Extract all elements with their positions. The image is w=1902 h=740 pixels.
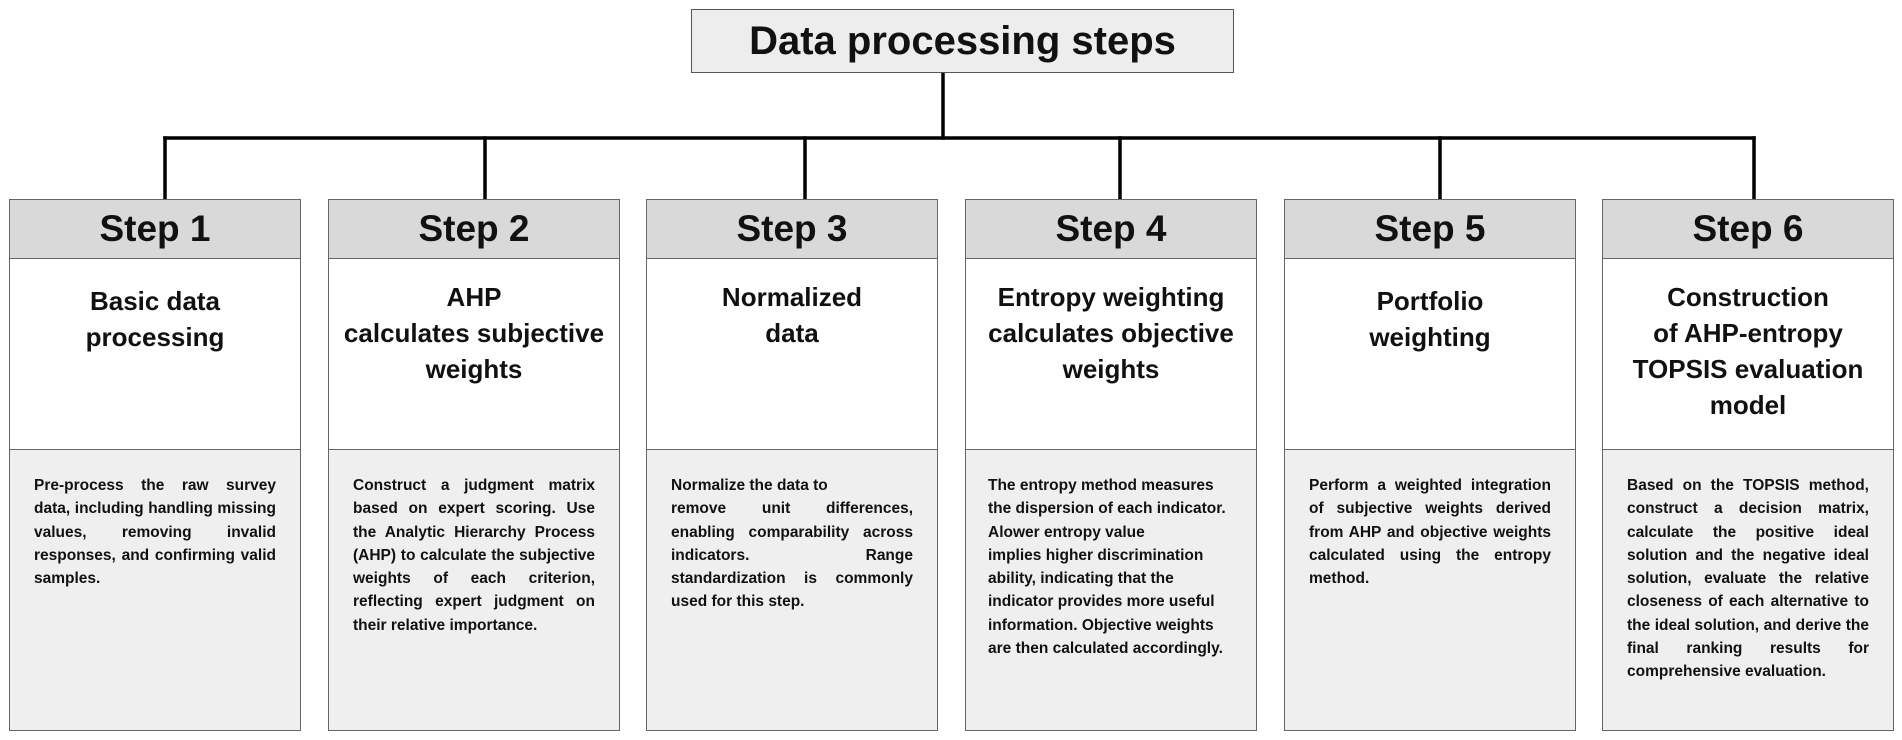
step-6-description: Based on the TOPSIS method, construct a … bbox=[1603, 450, 1893, 730]
step-6-name: Construction of AHP-entropy TOPSIS evalu… bbox=[1603, 259, 1893, 450]
step-3-name: Normalized data bbox=[647, 259, 937, 450]
step-5-box: Step 5 Portfolio weighting Perform a wei… bbox=[1284, 199, 1576, 731]
step-2-box: Step 2 AHP calculates subjective weights… bbox=[328, 199, 620, 731]
step-1-name: Basic data processing bbox=[10, 259, 300, 450]
step-5-label: Step 5 bbox=[1285, 200, 1575, 259]
step-1-box: Step 1 Basic data processing Pre-process… bbox=[9, 199, 301, 731]
step-4-label: Step 4 bbox=[966, 200, 1256, 259]
step-5-description: Perform a weighted integration of subjec… bbox=[1285, 450, 1575, 730]
step-2-label: Step 2 bbox=[329, 200, 619, 259]
step-4-box: Step 4 Entropy weighting calculates obje… bbox=[965, 199, 1257, 731]
step-1-description: Pre-process the raw survey data, includi… bbox=[10, 450, 300, 730]
step-3-label: Step 3 bbox=[647, 200, 937, 259]
step-4-name: Entropy weighting calculates objective w… bbox=[966, 259, 1256, 450]
step-6-box: Step 6 Construction of AHP-entropy TOPSI… bbox=[1602, 199, 1894, 731]
step-6-label: Step 6 bbox=[1603, 200, 1893, 259]
step-4-description: The entropy method measures the dispersi… bbox=[966, 450, 1256, 730]
step-2-description: Construct a judgment matrix based on exp… bbox=[329, 450, 619, 730]
step-2-name: AHP calculates subjective weights bbox=[329, 259, 619, 450]
step-1-label: Step 1 bbox=[10, 200, 300, 259]
step-3-box: Step 3 Normalized data Normalize the dat… bbox=[646, 199, 938, 731]
step-5-name: Portfolio weighting bbox=[1285, 259, 1575, 450]
diagram-title: Data processing steps bbox=[691, 9, 1234, 73]
step-3-description: Normalize the data to remove unit differ… bbox=[647, 450, 937, 730]
